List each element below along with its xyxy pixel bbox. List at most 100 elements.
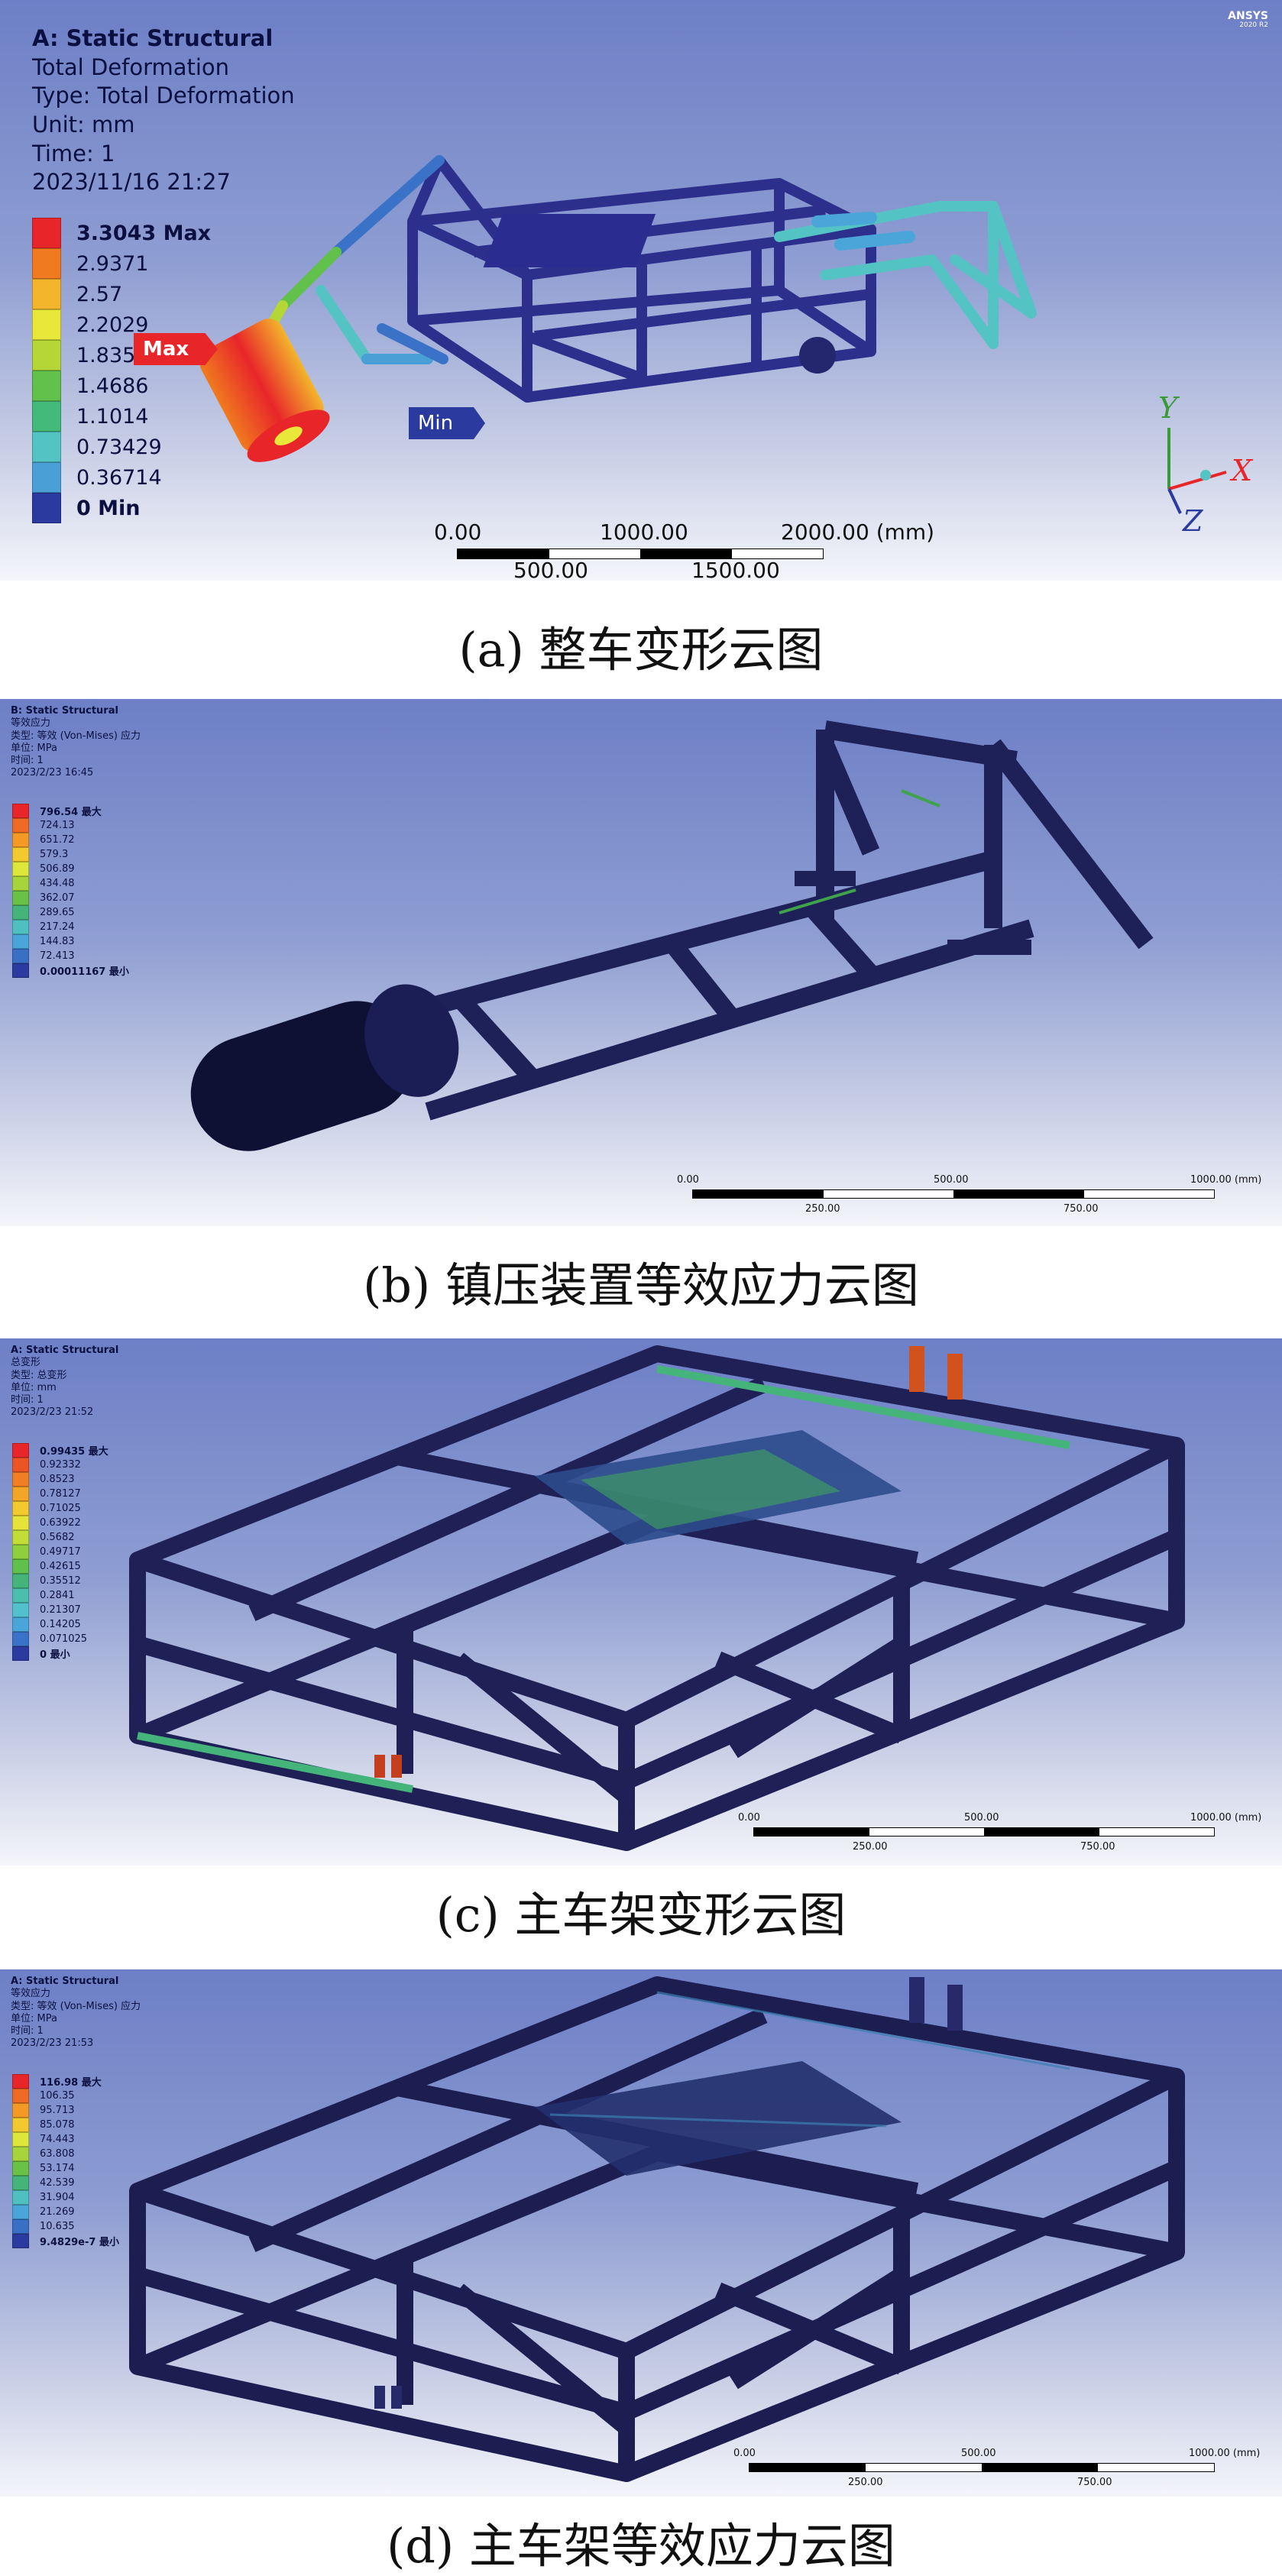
header-line: 时间: 1 — [11, 1394, 44, 1406]
legend-row: 0.35512 — [12, 1574, 108, 1588]
figure-caption-d: (d) 主车架等效应力云图 — [387, 2518, 895, 2574]
header-line: 类型: 等效 (Von-Mises) 应力 — [11, 2000, 141, 2012]
roller-device-model-view — [190, 720, 1154, 1151]
result-header: A: Static Structural Total Deformation T… — [32, 24, 295, 197]
header-line: 单位: mm — [11, 1381, 57, 1393]
legend-row: 0.71025 — [12, 1501, 108, 1516]
analysis-title: A: Static Structural — [11, 1345, 119, 1356]
legend-row: 0 最小 — [12, 1646, 108, 1661]
figure-caption-b: (b) 镇压装置等效应力云图 — [363, 1257, 919, 1313]
legend-row: 63.808 — [12, 2147, 119, 2161]
header-line: Unit: mm — [32, 112, 135, 138]
legend-row: 53.174 — [12, 2161, 119, 2176]
legend-row: 0.36714 — [32, 462, 211, 493]
ansys-logo: ANSYS 2020 R2 — [1228, 10, 1268, 29]
panel-c-frame-deformation: A: Static Structural 总变形 类型: 总变形 单位: mm … — [0, 1338, 1282, 1866]
axis-label-z: Z — [1183, 504, 1203, 538]
legend-row: 0.73429 — [32, 432, 211, 462]
result-header: B: Static Structural 等效应力 类型: 等效 (Von-Mi… — [11, 705, 141, 780]
legend-row: 72.413 — [12, 949, 129, 963]
header-line: 单位: MPa — [11, 742, 57, 754]
legend-row: 2.2029 — [32, 309, 211, 340]
legend-row: 1.4686 — [32, 371, 211, 401]
header-line: 等效应力 — [11, 717, 51, 730]
header-line: Type: Total Deformation — [32, 83, 295, 109]
legend-swatch — [32, 371, 61, 401]
legend-row: 21.269 — [12, 2205, 119, 2219]
legend-row: 579.3 — [12, 847, 129, 862]
result-header: A: Static Structural 等效应力 类型: 等效 (Von-Mi… — [11, 1976, 141, 2050]
main-frame-model-view — [129, 1345, 1185, 1851]
vehicle-model-view — [199, 155, 1227, 514]
legend-row: 0.92332 — [12, 1458, 108, 1472]
legend-row: 2.9371 — [32, 248, 211, 279]
legend-row: 74.443 — [12, 2132, 119, 2147]
color-legend: 116.98 最大 106.35 95.713 85.078 74.443 63… — [12, 2074, 119, 2248]
analysis-title: A: Static Structural — [32, 25, 274, 51]
header-line: Total Deformation — [32, 53, 230, 80]
scale-bar-ruler — [692, 1189, 1215, 1199]
legend-row: 0.99435 最大 — [12, 1443, 108, 1458]
legend-row: 362.07 — [12, 891, 129, 905]
header-line: 类型: 总变形 — [11, 1369, 67, 1381]
legend-row: 651.72 — [12, 833, 129, 847]
legend-swatch — [32, 279, 61, 309]
legend-row: 434.48 — [12, 876, 129, 891]
color-legend: 3.3043 Max 2.9371 2.57 2.2029 1.8357 1.4… — [32, 218, 211, 523]
panel-d-frame-stress: A: Static Structural 等效应力 类型: 等效 (Von-Mi… — [0, 1969, 1282, 2497]
header-line: 2023/11/16 21:27 — [32, 169, 231, 196]
panel-a-total-deformation: A: Static Structural Total Deformation T… — [0, 0, 1282, 581]
header-line: 单位: MPa — [11, 2012, 57, 2024]
color-legend: 0.99435 最大 0.92332 0.8523 0.78127 0.7102… — [12, 1443, 108, 1661]
result-header: A: Static Structural 总变形 类型: 总变形 单位: mm … — [11, 1345, 118, 1419]
header-line: Time: 1 — [32, 140, 115, 167]
legend-row: 0.8523 — [12, 1472, 108, 1487]
figure-caption-a: (a) 整车变形云图 — [458, 622, 824, 678]
header-line: 时间: 1 — [11, 755, 44, 766]
header-line: 2023/2/23 16:45 — [11, 767, 94, 779]
header-line: 时间: 1 — [11, 2025, 44, 2037]
axis-label-y: Y — [1158, 391, 1178, 425]
analysis-title: B: Static Structural — [11, 705, 118, 717]
legend-row: 9.4829e-7 最小 — [12, 2234, 119, 2248]
legend-row: 0.00011167 最小 — [12, 963, 129, 978]
legend-row: 3.3043 Max — [32, 218, 211, 248]
legend-swatch — [32, 340, 61, 371]
header-line: 总变形 — [11, 1357, 41, 1369]
scale-bar-ruler — [753, 1827, 1215, 1837]
legend-swatch — [32, 248, 61, 279]
figure-caption-c: (c) 主车架变形云图 — [435, 1887, 847, 1943]
legend-row: 0.42615 — [12, 1559, 108, 1574]
legend-row: 0.5682 — [12, 1530, 108, 1545]
legend-row: 724.13 — [12, 818, 129, 833]
legend-row: 506.89 — [12, 862, 129, 876]
legend-swatch — [32, 462, 61, 493]
legend-row: 85.078 — [12, 2118, 119, 2132]
legend-row: 116.98 最大 — [12, 2074, 119, 2089]
legend-swatch — [32, 493, 61, 523]
analysis-title: A: Static Structural — [11, 1976, 119, 1987]
legend-row: 289.65 — [12, 905, 129, 920]
legend-row: 31.904 — [12, 2190, 119, 2205]
legend-row: 0.49717 — [12, 1545, 108, 1559]
legend-row: 10.635 — [12, 2219, 119, 2234]
main-frame-stress-model-view — [129, 1976, 1185, 2482]
min-marker-flag: Min — [409, 407, 485, 439]
legend-row: 0.14205 — [12, 1617, 108, 1632]
scale-bar-ruler — [457, 549, 824, 559]
scale-bar-ruler — [749, 2463, 1215, 2472]
legend-row: 42.539 — [12, 2176, 119, 2190]
max-marker-flag: Max — [134, 333, 218, 365]
legend-row: 2.57 — [32, 279, 211, 309]
legend-row: 144.83 — [12, 934, 129, 949]
color-legend: 796.54 最大 724.13 651.72 579.3 506.89 434… — [12, 804, 129, 978]
legend-row: 1.1014 — [32, 401, 211, 432]
header-line: 2023/2/23 21:53 — [11, 2037, 94, 2050]
legend-row: 0.071025 — [12, 1632, 108, 1646]
legend-row: 106.35 — [12, 2089, 119, 2103]
legend-row: 217.24 — [12, 920, 129, 934]
legend-swatch — [32, 309, 61, 340]
legend-swatch — [32, 432, 61, 462]
legend-row: 796.54 最大 — [12, 804, 129, 818]
header-line: 类型: 等效 (Von-Mises) 应力 — [11, 730, 141, 742]
